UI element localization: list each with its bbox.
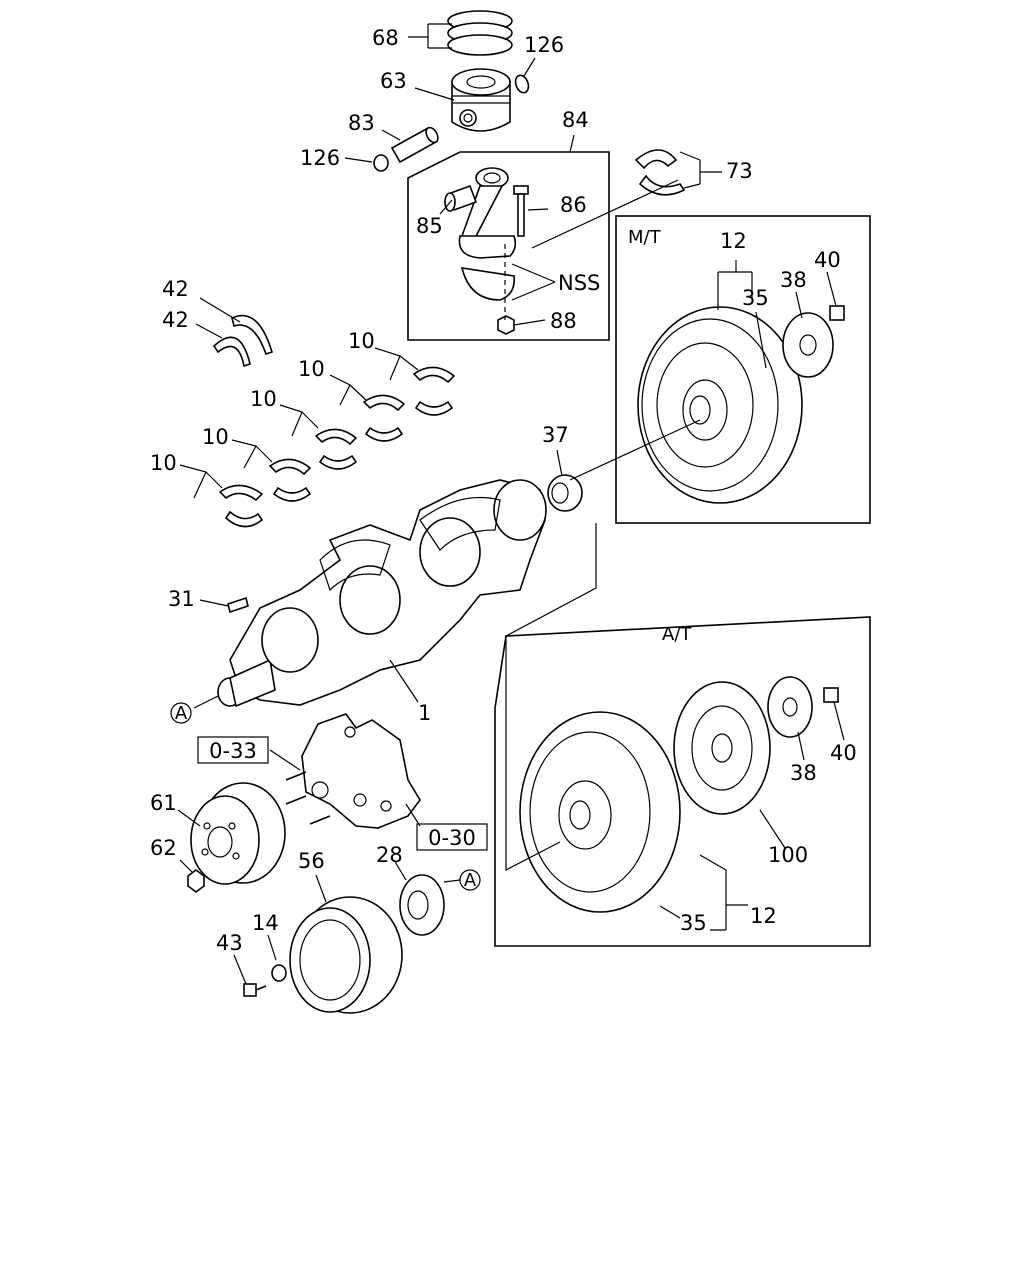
at-bolt <box>823 687 839 703</box>
pilot-bearing <box>547 474 583 512</box>
callout-100: 100 <box>768 843 808 867</box>
at-flywheel <box>519 711 681 913</box>
section-label-mt: M/T <box>628 227 662 248</box>
ref-box-0-33: 0-33 <box>197 736 269 764</box>
callout-62: 62 <box>150 836 177 860</box>
callout-40-at: 40 <box>830 741 857 765</box>
callout-86: 86 <box>560 193 587 217</box>
washer <box>271 964 287 982</box>
callout-37: 37 <box>542 423 569 447</box>
at-plate <box>767 676 813 738</box>
crank-gear <box>399 874 445 936</box>
ref-circle-a2: A <box>459 869 481 891</box>
callout-43: 43 <box>216 931 243 955</box>
callout-38-at: 38 <box>790 761 817 785</box>
callout-63: 63 <box>380 69 407 93</box>
mt-bolt <box>829 305 845 321</box>
callout-14: 14 <box>252 911 279 935</box>
piston-rings <box>447 10 513 56</box>
connecting-rod-nut <box>497 315 515 335</box>
callout-42-lower: 42 <box>162 308 189 332</box>
thrust-washers <box>212 314 273 368</box>
callout-68: 68 <box>372 26 399 50</box>
woodruff-key <box>227 596 249 614</box>
callout-labels: 68 126 63 83 126 84 73 86 85 NSS 88 42 4… <box>150 26 857 955</box>
main-bearings <box>218 366 456 528</box>
callout-10-e: 10 <box>150 451 177 475</box>
connecting-rod-bolt <box>513 185 529 237</box>
callout-38-mt: 38 <box>780 268 807 292</box>
callout-42: 42 <box>162 277 189 301</box>
mt-box <box>615 215 871 524</box>
connecting-rod-box <box>407 151 610 341</box>
callout-88: 88 <box>550 309 577 333</box>
studs <box>285 771 331 825</box>
at-adapter <box>673 681 771 815</box>
crank-pulley <box>190 782 286 885</box>
callout-31: 31 <box>168 587 195 611</box>
svg-text:A: A <box>175 703 188 724</box>
leader-lines <box>177 23 845 985</box>
crank-bolt <box>243 983 267 997</box>
at-box <box>494 616 871 947</box>
callout-61: 61 <box>150 791 177 815</box>
mt-flywheel <box>637 306 803 504</box>
ref-box-0-30: 0-30 <box>416 823 488 851</box>
callout-35-at: 35 <box>680 911 707 935</box>
callout-126: 126 <box>524 33 564 57</box>
svg-text:A: A <box>464 870 477 891</box>
svg-text:0-30: 0-30 <box>428 826 476 850</box>
callout-28: 28 <box>376 843 403 867</box>
callout-73: 73 <box>726 159 753 183</box>
pulley-nut <box>187 869 205 893</box>
piston-pin <box>390 126 439 164</box>
callout-12-mt: 12 <box>720 229 747 253</box>
mt-plate <box>782 312 834 378</box>
front-cover <box>301 713 421 829</box>
callout-85: 85 <box>416 214 443 238</box>
callout-10-a: 10 <box>348 329 375 353</box>
callout-40-mt: 40 <box>814 248 841 272</box>
ref-circle-a1: A <box>170 702 192 724</box>
callout-12-at: 12 <box>750 904 777 928</box>
snap-ring-upper <box>514 74 530 94</box>
callout-10-c: 10 <box>250 387 277 411</box>
callout-1: 1 <box>418 701 431 725</box>
callout-56: 56 <box>298 849 325 873</box>
damper-pulley <box>289 896 403 1014</box>
crankshaft <box>217 479 547 708</box>
callout-10-d: 10 <box>202 425 229 449</box>
callout-84: 84 <box>562 108 589 132</box>
callout-nss: NSS <box>558 271 600 295</box>
piston <box>451 68 511 132</box>
callout-126-lower: 126 <box>300 146 340 170</box>
snap-ring-lower <box>373 154 389 172</box>
section-label-at: A/T <box>662 624 692 645</box>
callout-35-mt: 35 <box>742 286 769 310</box>
callout-83: 83 <box>348 111 375 135</box>
callout-10-b: 10 <box>298 357 325 381</box>
svg-text:0-33: 0-33 <box>209 739 257 763</box>
rod-bearing <box>634 149 686 196</box>
